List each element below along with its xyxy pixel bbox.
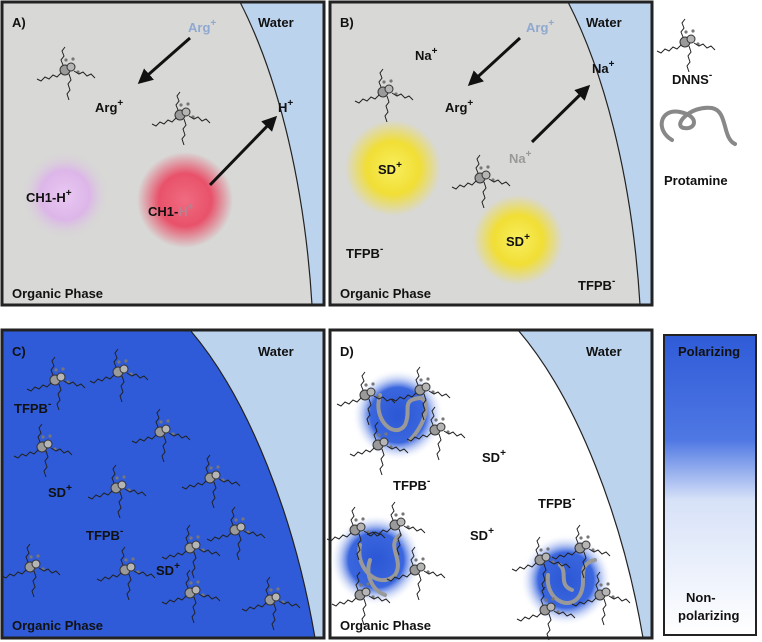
panel-d-frame: [328, 328, 654, 640]
panel-c-sd-2: SD+: [156, 561, 180, 578]
panel-b-sd-blob-1: [345, 120, 441, 216]
panel-b-tfpb-left: TFPB-: [346, 244, 383, 261]
panel-b-organic-region: [330, 2, 640, 305]
panel-b-tfpb-right: TFPB-: [578, 276, 615, 293]
panel-b-na-out: Na+: [592, 59, 615, 76]
panel-b-sd-1: SD+: [378, 160, 402, 177]
panel-d-sd-2: SD+: [470, 526, 494, 543]
panel-a-phase-label: Organic Phase: [12, 286, 103, 301]
legend-protamine-label: Protamine: [664, 173, 728, 188]
panel-b-na-in: Na+: [509, 149, 532, 166]
panel-d: D) Water Organic Phase SD+ SD+ TFPB- TFP…: [326, 328, 654, 641]
panel-c-tfpb-2: TFPB-: [86, 526, 123, 543]
panel-a-ch1-right: CH1-H+: [148, 202, 194, 219]
panel-c-phase-label: Organic Phase: [12, 618, 103, 633]
panel-d-complex-1: [336, 366, 466, 476]
panel-a-ch1-left: CH1-H+: [26, 188, 72, 205]
panel-a-ch1-dark: [137, 152, 233, 248]
panel-b-phase-label: Organic Phase: [340, 286, 431, 301]
legend-protamine-icon: [659, 105, 737, 146]
panel-d-tag: D): [340, 344, 354, 359]
panel-a-interface: [239, 1, 313, 306]
panel-b-na-left: Na+: [415, 46, 438, 63]
panel-b-water-label: Water: [586, 15, 622, 30]
panel-c-water-label: Water: [258, 344, 294, 359]
panel-a-arrow-in: [137, 36, 191, 84]
scale-non-label-line2: polarizing: [678, 608, 739, 623]
panel-d-complex-2: [326, 501, 446, 626]
panel-b-arrow-in: [467, 36, 522, 87]
panel-c-frame: [0, 328, 326, 640]
polarization-scale: Polarizing Non- polarizing: [663, 334, 757, 636]
panel-d-water-label: Water: [586, 344, 622, 359]
panel-d-phase-label: Organic Phase: [340, 618, 431, 633]
polarization-gradient-bar: [663, 334, 757, 636]
panel-a-water-label: Water: [258, 15, 294, 30]
panel-b-arrow-out: [530, 84, 591, 144]
panel-b: B) Water Organic Phase Arg+ Arg+ Na+ Na+…: [328, 0, 654, 307]
panel-a-ch1-light: [20, 150, 110, 240]
panel-d-interface: [517, 329, 644, 639]
legend-dnns-icon: [656, 18, 716, 73]
panel-b-arg-in: Arg+: [445, 98, 473, 115]
panel-b-tag: B): [340, 15, 354, 30]
panel-a-arg-in: Arg+: [95, 98, 123, 115]
panel-a-frame: [0, 0, 326, 307]
panel-b-interface: [567, 1, 641, 306]
panel-d-complex-3: [511, 524, 631, 641]
panel-c-organic-region: [2, 330, 315, 638]
panel-d-tfpb-2: TFPB-: [538, 494, 575, 511]
panel-c-interface: [189, 329, 316, 639]
scale-non-label-line1: Non-: [686, 590, 716, 605]
panel-a-arg-out: Arg+: [188, 18, 216, 35]
panel-d-sd-1: SD+: [482, 448, 506, 465]
panel-c: C) Water Organic Phase TFPB- TFPB- SD+ S…: [0, 328, 326, 640]
panel-b-sd-2: SD+: [506, 232, 530, 249]
panel-c-tfpb-1: TFPB-: [14, 399, 51, 416]
legend-species: DNNS- Protamine: [656, 18, 737, 188]
scale-polarizing-label: Polarizing: [678, 344, 740, 359]
panel-a-tag: A): [12, 15, 26, 30]
panel-b-sd-blob-2: [473, 195, 563, 285]
panel-d-tfpb-1: TFPB-: [393, 476, 430, 493]
panel-b-arg-out: Arg+: [526, 18, 554, 35]
panel-a: A) Water Organic Phase Arg+ Arg+ H+ CH1-…: [0, 0, 326, 307]
legend-dnns-label: DNNS-: [672, 70, 712, 87]
panel-c-tag: C): [12, 344, 26, 359]
panel-b-frame: [328, 0, 654, 307]
panel-a-arrow-out: [208, 115, 278, 187]
panel-c-sd-1: SD+: [48, 483, 72, 500]
panel-a-h-out: H+: [278, 98, 293, 115]
